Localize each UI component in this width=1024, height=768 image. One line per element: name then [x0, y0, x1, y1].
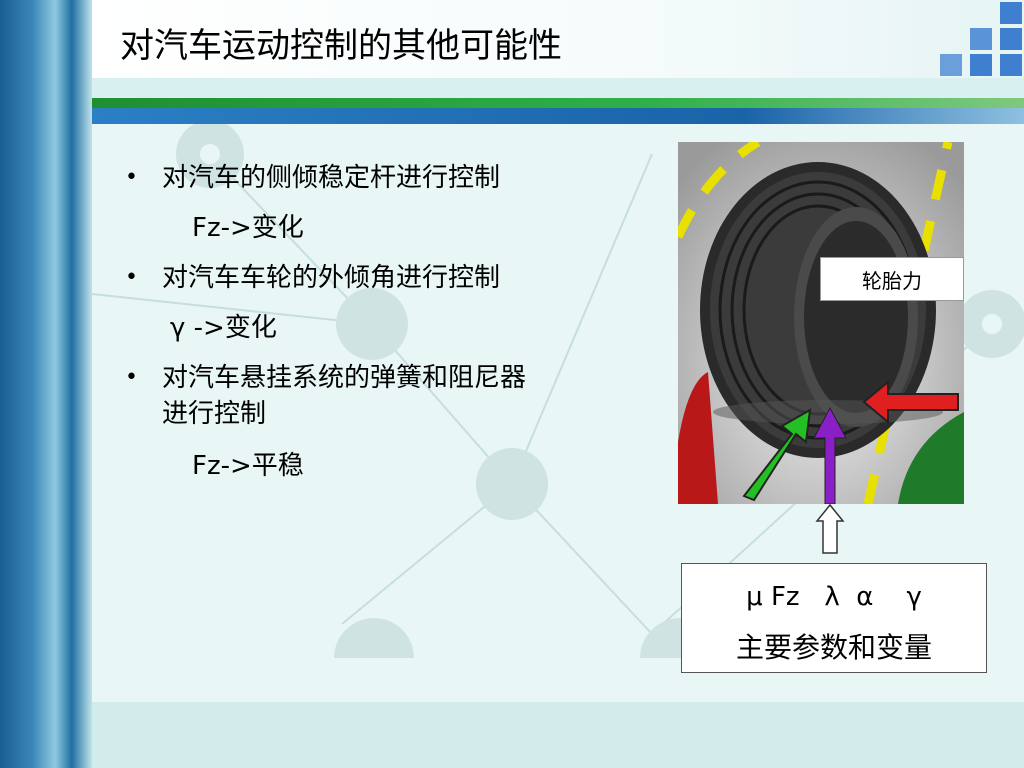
bullet-subitem-fz-stable: Fz->平稳 — [192, 451, 304, 481]
header-stripe-green — [92, 98, 1024, 108]
parameter-symbols: μ Fz λ α γ — [746, 582, 922, 612]
logo-squares — [930, 0, 1024, 78]
title-area — [92, 0, 1024, 78]
bullet-subitem-fz-change: Fz->变化 — [192, 213, 304, 243]
bullet-subitem-gamma-change: γ ->变化 — [170, 313, 277, 343]
bullet-marker: • — [125, 165, 138, 190]
bullet-item-stabilizer-bar: • 对汽车的侧倾稳定杆进行控制 — [125, 162, 500, 194]
logo-square — [940, 54, 962, 76]
bullet-text: 对汽车车轮的外倾角进行控制 — [162, 263, 501, 293]
logo-square — [1000, 28, 1022, 50]
purple-force-arrow — [813, 406, 847, 504]
bottom-band — [92, 702, 1024, 768]
tire-illustration — [678, 142, 964, 504]
road-line — [678, 142, 953, 504]
red-ground-patch — [678, 372, 718, 504]
logo-square — [970, 28, 992, 50]
logo-square — [1000, 54, 1022, 76]
bullet-text-continuation: 进行控制 — [162, 399, 267, 429]
bullet-marker: • — [125, 365, 138, 390]
parameters-box: μ Fz λ α γ 主要参数和变量 — [681, 563, 987, 673]
parameters-caption: 主要参数和变量 — [735, 631, 932, 664]
left-decorative-bar — [0, 0, 92, 768]
tire-force-label: 轮胎力 — [820, 257, 964, 301]
bullet-item-camber-angle: • 对汽车车轮的外倾角进行控制 — [125, 262, 500, 294]
slide-title: 对汽车运动控制的其他可能性 — [120, 26, 562, 66]
tire-image — [678, 142, 964, 504]
green-ground-patch — [898, 412, 964, 504]
red-force-arrow — [862, 379, 959, 425]
green-force-arrow — [742, 408, 812, 502]
bullet-text: 对汽车的侧倾稳定杆进行控制 — [162, 163, 501, 193]
logo-square — [1000, 2, 1022, 24]
header-stripe-blue — [92, 108, 1024, 124]
bullet-item-suspension: • 对汽车悬挂系统的弹簧和阻尼器 — [125, 362, 526, 394]
down-hollow-arrow-icon — [815, 503, 845, 554]
bullet-text: 对汽车悬挂系统的弹簧和阻尼器 — [162, 363, 527, 393]
bullet-marker: • — [125, 265, 138, 290]
logo-square — [970, 54, 992, 76]
